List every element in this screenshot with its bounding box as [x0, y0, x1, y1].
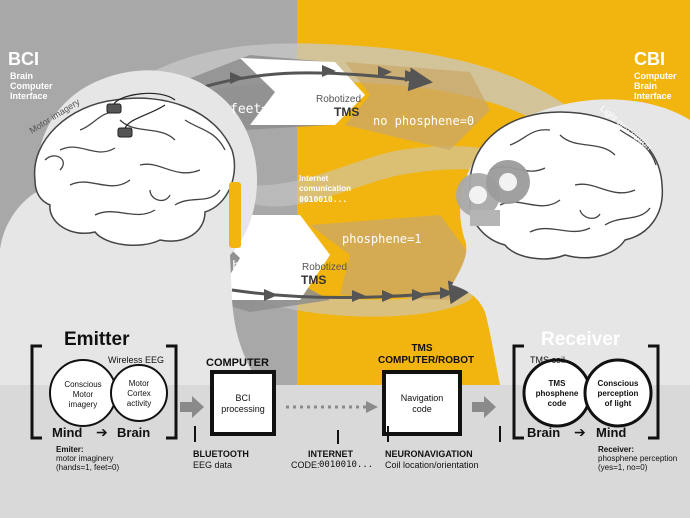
- arrow-icon: [322, 65, 336, 77]
- emitter-circle-2: [110, 364, 168, 422]
- receiver-caption-title: Receiver:: [598, 445, 635, 454]
- ear-marker: [229, 182, 241, 248]
- top-robotized-label: Robotized: [316, 94, 362, 105]
- phosphene-value: phosphene=1: [342, 232, 422, 246]
- arrow-icon: [352, 290, 366, 302]
- arrow-icon: [366, 401, 378, 413]
- arrow-icon: [405, 70, 419, 82]
- brain-icon: [33, 97, 236, 247]
- receiver-circle-1-line-1: TMS: [548, 379, 566, 388]
- internet-line-2: comunication: [299, 184, 352, 193]
- bottom-tan-chevron: [310, 215, 470, 300]
- receiver-circle-1-line-3: code: [547, 399, 567, 408]
- arrow-icon: [378, 66, 392, 78]
- receiver-mind-label: Mind: [596, 425, 627, 440]
- internet-line-1: Internet: [299, 174, 329, 183]
- arrow-icon: [412, 289, 426, 301]
- receiver-circle-2-line-2: perception: [597, 389, 639, 398]
- arrow-icon: [382, 290, 396, 302]
- eeg-electrode-icon: [106, 92, 176, 138]
- neuronavigation-sub: Coil location/orientation: [385, 460, 479, 470]
- hands-value: hands=1: [232, 259, 287, 274]
- top-tms-label: TMS: [334, 105, 360, 119]
- emitter-bracket: [30, 344, 178, 440]
- emitter-caption-title: Emiter:: [56, 445, 84, 454]
- middle-band: [190, 140, 540, 207]
- emitter-circle-1-line-3: imagery: [68, 400, 98, 409]
- bci-line-1: Brain: [10, 71, 34, 81]
- emitter-circle-1-line-1: Conscious: [64, 380, 102, 389]
- receiver-brain-label: Brain: [527, 425, 561, 440]
- wireless-eeg-label: Wireless EEG: [108, 355, 165, 365]
- nav-box-line-2: code: [412, 404, 432, 414]
- receiver-arrow-icon: ➔: [574, 424, 586, 440]
- neuronavigation-title: NEURONAVIGATION: [385, 449, 473, 459]
- no-phosphene-value: no phosphene=0: [373, 114, 475, 128]
- receiver-caption-line-1: phosphene perception: [598, 454, 678, 463]
- divider-ticks: [194, 426, 501, 444]
- computer-title: COMPUTER: [206, 357, 269, 369]
- emitter-caption-line-2: (hands=1, feet=0): [56, 463, 120, 472]
- bci-box-line-2: processing: [221, 404, 265, 414]
- internet-title: INTERNET: [308, 449, 353, 459]
- navigation-code-box: [382, 370, 462, 436]
- arrow-icon: [264, 289, 278, 301]
- bci-acronym: BCI: [8, 49, 39, 69]
- internet-code-label: CODE:: [291, 460, 320, 470]
- bluetooth-title: BLUETOOTH: [193, 449, 249, 459]
- top-arrow-line: [199, 67, 433, 92]
- tms-title-1: TMS: [411, 343, 433, 354]
- emitter-circle-2-line-1: Motor: [128, 379, 150, 388]
- receiver-caption-line-2: (yes=1, no=0): [598, 463, 648, 472]
- cbi-line-2: Brain: [634, 81, 658, 91]
- tms-coil-icon: [456, 160, 530, 226]
- receiver-circle-1-line-2: phosphene: [535, 389, 579, 398]
- receiver-circle-2: [583, 358, 653, 428]
- cbi-acronym: CBI: [634, 49, 665, 69]
- bci-line-3: Interface: [10, 91, 48, 101]
- emitter-title: Emitter: [64, 329, 130, 350]
- cbi-line-3: Interface: [634, 91, 672, 101]
- emitter-brain-label: Brain: [117, 425, 151, 440]
- emitter-mind-label: Mind: [52, 425, 83, 440]
- feet-value: feet=0: [230, 102, 277, 117]
- arrow-icon: [180, 396, 204, 418]
- bluetooth-sub: EEG data: [193, 460, 233, 470]
- tms-title-2: COMPUTER/ROBOT: [378, 355, 475, 366]
- nav-box-line-1: Navigation: [400, 393, 444, 403]
- cbi-line-1: Computer: [634, 71, 677, 81]
- arrow-icon: [440, 287, 454, 299]
- emitter-circle-2-line-3: activity: [126, 399, 152, 408]
- top-tan-chevron: [345, 62, 490, 150]
- brain-icon: [469, 111, 664, 260]
- bci-box-line-1: BCI: [235, 393, 251, 403]
- emitter-caption-line-1: motor imaginery: [56, 454, 114, 463]
- bci-processing-box: [210, 370, 276, 436]
- emitter-arrow-icon: ➔: [96, 424, 108, 440]
- emitter-circle-2-line-2: Cortex: [127, 389, 151, 398]
- tms-coil-label: TMS coil: [530, 355, 566, 365]
- receiver-circle-2-line-1: Conscious: [597, 379, 639, 388]
- internet-code-value: 0010010...: [319, 460, 374, 470]
- internet-code: 0010010...: [299, 195, 348, 204]
- bottom-tms-label: TMS: [301, 273, 327, 287]
- bottom-arrow-line: [231, 280, 473, 305]
- receiver-bracket: [512, 344, 660, 440]
- receiver-title: Receiver: [541, 329, 621, 350]
- arrow-icon: [472, 396, 496, 418]
- bottom-robotized-label: Robotized: [302, 262, 348, 273]
- emitter-circle-1-line-2: Motor: [72, 390, 94, 399]
- receiver-circle-2-line-3: of light: [604, 399, 632, 408]
- arrow-icon: [230, 72, 244, 84]
- bci-line-2: Computer: [10, 81, 53, 91]
